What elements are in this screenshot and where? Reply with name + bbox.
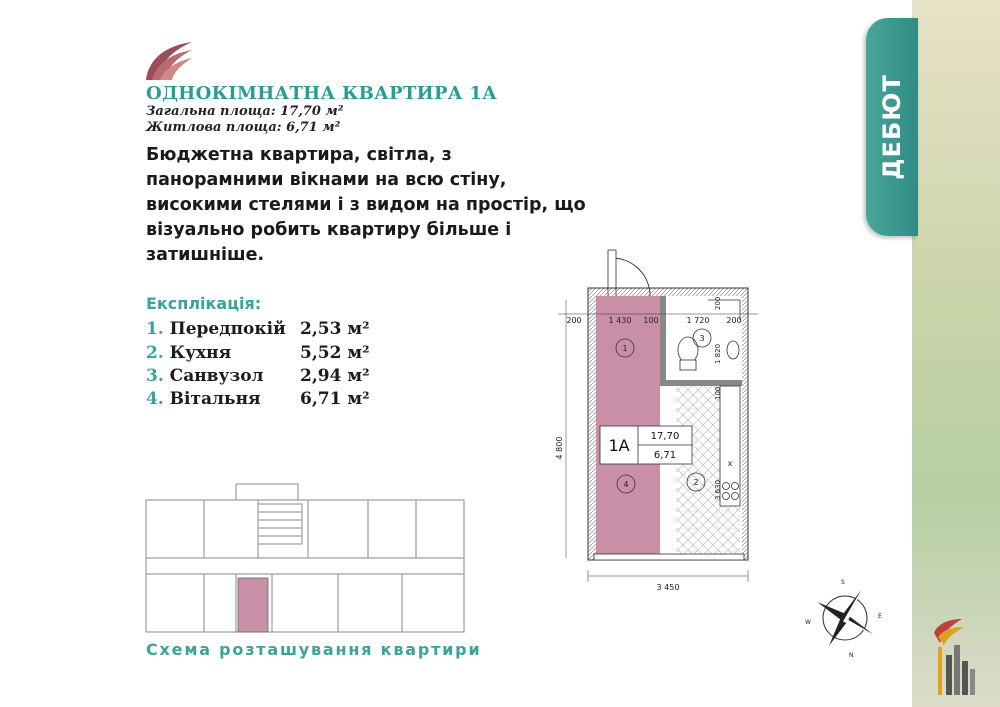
dimension-label: 3 630 <box>714 480 722 500</box>
apartment-location-highlight <box>237 577 269 633</box>
explication-item-name: Передпокій <box>169 319 286 339</box>
compass-south: S <box>841 579 845 586</box>
explication-item: 3. Санвузол 2,94 м² <box>146 366 376 388</box>
living-area: Житлова площа: 6,71 м² <box>146 120 341 135</box>
side-tab[interactable]: ДЕБЮТ <box>866 18 918 236</box>
explication-item: 2. Кухня 5,52 м² <box>146 343 376 365</box>
explication-item-name: Кухня <box>169 343 232 363</box>
dimension-label: 1 720 <box>687 316 710 325</box>
explication-item-name: Санвузол <box>169 366 264 386</box>
unit-living-area: 6,71 <box>654 450 676 461</box>
explication-item: 4. Вітальня 6,71 м² <box>146 389 376 411</box>
dimension-label: 1 430 <box>609 316 632 325</box>
dimension-label: 100 <box>643 316 658 325</box>
explication-item-number: 2. <box>146 343 164 363</box>
compass-north: N <box>849 652 854 658</box>
page-title: ОДНОКІМНАТНА КВАРТИРА 1А <box>146 83 498 104</box>
apartment-description: Бюджетна квартира, світла, з панорамними… <box>146 145 586 265</box>
dimension-label: 4 800 <box>555 437 564 460</box>
page-edge-background <box>912 0 1000 707</box>
room-number: 4 <box>623 480 628 489</box>
explication-item-number: 4. <box>146 389 164 409</box>
feather-logo-icon <box>146 42 192 80</box>
explication-item-number: 1. <box>146 319 164 339</box>
brochure-page <box>0 0 912 707</box>
compass-rose-icon: S W E N <box>805 579 882 658</box>
explication-item-name: Вітальня <box>169 389 261 409</box>
unit-number: 1А <box>608 436 629 455</box>
side-tab-label: ДЕБЮТ <box>878 74 906 180</box>
room-number: 3 <box>699 334 704 343</box>
explication-item-area: 6,71 м² <box>300 389 370 409</box>
room-number: 2 <box>693 478 698 487</box>
explication-item: 1. Передпокій 2,53 м² <box>146 319 376 341</box>
compass-east: E <box>878 613 882 620</box>
explication-item-area: 2,94 м² <box>300 366 370 386</box>
dimension-label: 100 <box>714 387 722 400</box>
dimension-label: 200 <box>566 316 581 325</box>
explication-title: Експлікація: <box>146 294 262 313</box>
compass-west: W <box>805 619 811 626</box>
dimension-label: 200 <box>714 297 722 310</box>
apartment-floor-plan: x 1 2 3 4 1А 17,70 6,71 200 1 430 100 1 … <box>555 249 758 592</box>
explication-item-area: 5,52 м² <box>300 343 370 363</box>
unit-total-area: 17,70 <box>651 431 680 442</box>
floor-location-scheme <box>145 483 465 633</box>
scheme-caption: Схема розташування квартири <box>146 640 482 659</box>
explication-item-number: 3. <box>146 366 164 386</box>
dimension-label: 1 820 <box>714 344 722 364</box>
dimension-label: 200 <box>726 316 741 325</box>
building-logo-icon <box>934 619 975 695</box>
total-area: Загальна площа: 17,70 м² <box>146 104 344 119</box>
room-number: 1 <box>622 344 627 353</box>
svg-text:x: x <box>728 459 733 468</box>
explication-item-area: 2,53 м² <box>300 319 370 339</box>
dimension-label: 3 450 <box>657 583 680 592</box>
